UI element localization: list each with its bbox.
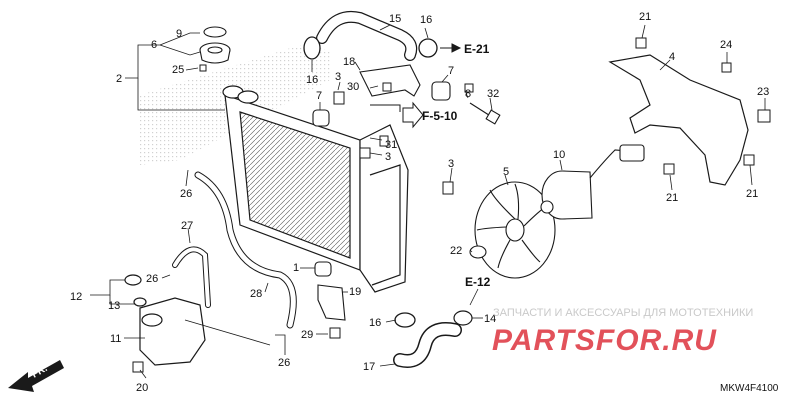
part-label: 16: [420, 14, 432, 26]
part-label: 31: [385, 139, 397, 151]
part-label: 32: [487, 88, 499, 100]
watermark-caption: ЗАПЧАСТИ И АКСЕССУАРЫ ДЛЯ МОТОТЕХНИКИ: [493, 307, 753, 319]
fasteners: [199, 64, 474, 195]
part-label: 27: [181, 220, 193, 232]
hose-clamp-14: [453, 310, 473, 326]
fan-shroud-bracket: [608, 54, 749, 186]
part-label: 26: [278, 357, 290, 369]
collar-22: [469, 245, 487, 259]
watermark-logo: PARTSFOR.RU: [492, 324, 717, 357]
cooling-fan: [474, 181, 556, 279]
part-label: 29: [301, 329, 313, 341]
part-label: 17: [363, 361, 375, 373]
ref-e12: E-12: [465, 275, 491, 289]
part-label: 16: [369, 317, 381, 329]
part-label: 30: [347, 81, 359, 93]
ref-f510: F-5-10: [422, 109, 458, 123]
part-label: 25: [172, 64, 184, 76]
part-label: 3: [385, 151, 391, 163]
diagram-code: MKW4F4100: [720, 383, 779, 394]
part-label: 26: [146, 273, 158, 285]
part-label: 5: [503, 166, 509, 178]
part-label: 23: [757, 86, 769, 98]
reference-arrows: [370, 43, 462, 129]
part-label: 22: [450, 245, 462, 257]
bolt-29: [329, 327, 341, 339]
part-label: 1: [293, 262, 299, 274]
leader-lines: [90, 24, 766, 379]
part-label: 10: [553, 149, 565, 161]
reserve-tank: [124, 274, 206, 366]
radiator-cap: [199, 42, 231, 64]
part-label: 21: [746, 188, 758, 200]
part-label: 9: [176, 28, 182, 40]
part-label: 3: [448, 158, 454, 170]
part-label: 12: [70, 291, 82, 303]
part-label: 14: [484, 313, 496, 325]
part-label: 8: [465, 88, 471, 100]
shroud-bolts: [635, 37, 771, 175]
part-label: 24: [720, 39, 732, 51]
part-label: 6: [151, 39, 157, 51]
hose-clamp: [303, 36, 438, 328]
fan-motor: [540, 144, 645, 220]
bolt-20: [132, 361, 144, 373]
ref-e21: E-21: [464, 42, 490, 56]
bracket-19: [317, 284, 346, 321]
part-label: 20: [136, 382, 148, 394]
part-label: 26: [180, 188, 192, 200]
radiator: [222, 85, 409, 293]
part-label: 13: [108, 300, 120, 312]
o-ring: [203, 26, 227, 38]
part-label: 3: [335, 71, 341, 83]
part-label: 18: [343, 56, 355, 68]
part-label: 28: [250, 288, 262, 300]
front-direction-label: FR.: [30, 363, 50, 381]
part-label: 7: [316, 90, 322, 102]
part-label: 16: [306, 74, 318, 86]
part-label: 11: [110, 333, 121, 345]
part-label: 2: [116, 73, 122, 85]
part-label: 21: [639, 11, 651, 23]
part-label: 21: [666, 192, 678, 204]
part-label: 7: [448, 65, 454, 77]
front-direction-arrow: FR.: [8, 360, 64, 392]
grommet: [312, 81, 451, 277]
part-label: 4: [669, 51, 675, 63]
part-label: 19: [349, 286, 361, 298]
bolt-32: [469, 102, 501, 125]
bracket-18: [359, 64, 421, 97]
part-label: 15: [389, 13, 401, 25]
